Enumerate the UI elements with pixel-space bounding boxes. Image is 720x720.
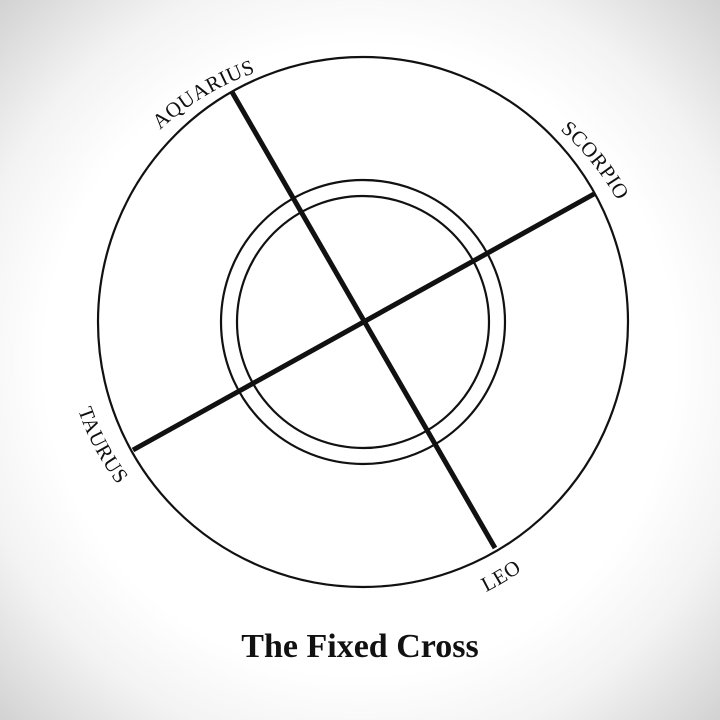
label-leo: LEO — [477, 555, 525, 597]
label-taurus: TAURUS — [73, 403, 133, 488]
cross-arm-taurus-scorpio — [131, 191, 596, 453]
inner-ring-inner — [235, 194, 491, 450]
inner-ring-outer — [219, 178, 507, 466]
outer-circle — [96, 55, 630, 589]
label-scorpio: SCORPIO — [557, 116, 635, 204]
diagram-title: The Fixed Cross — [241, 628, 479, 665]
label-aquarius: AQUARIUS — [147, 55, 257, 134]
